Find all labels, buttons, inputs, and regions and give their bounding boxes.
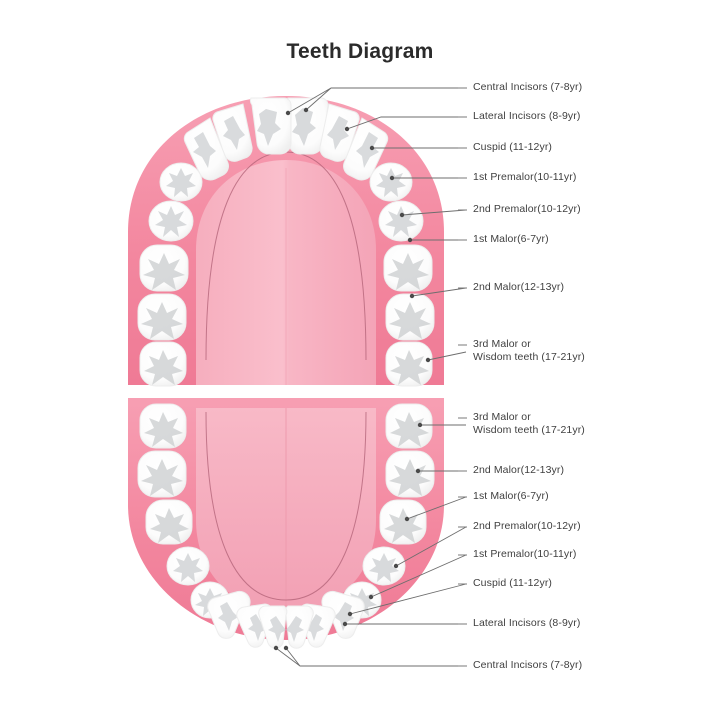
leader-dot — [425, 357, 431, 363]
leader-dot — [393, 563, 399, 569]
leader-dot — [344, 126, 350, 132]
leader-dot — [369, 145, 375, 151]
label-line-2: Wisdom teeth (17-21yr) — [473, 424, 585, 436]
leader-dot — [404, 516, 410, 522]
label-upper-2nd-premolar: 2nd Premalor(10-12yr) — [473, 203, 581, 215]
upper-tooth-lateral-incisor-right[interactable] — [319, 103, 360, 162]
leader-upper-3rd-molar — [427, 351, 467, 361]
upper-tooth-central-incisor-left[interactable] — [250, 97, 292, 155]
page-title: Teeth Diagram — [286, 40, 434, 63]
lower-arch-mandible — [128, 398, 444, 649]
leader-lower-cuspid — [349, 583, 467, 615]
lower-tooth-3rd-molar-left[interactable] — [139, 403, 187, 449]
upper-tooth-3rd-molar-right[interactable] — [385, 341, 433, 387]
lower-tooth-central-incisor-left[interactable] — [258, 605, 288, 649]
upper-arch-maxilla — [128, 96, 444, 387]
label-upper-central-incisors: Central Incisors (7-8yr) — [473, 81, 583, 93]
leader-lines — [273, 87, 467, 667]
upper-tooth-1st-premolar-right[interactable] — [369, 162, 413, 202]
upper-tooth-2nd-premolar-right[interactable] — [378, 200, 424, 242]
leader-lower-central-incisors — [275, 647, 466, 667]
lower-tooth-2nd-premolar-left[interactable] — [166, 546, 210, 586]
upper-tooth-1st-premolar-left[interactable] — [159, 162, 203, 202]
leader-lower-2nd-premolar — [395, 526, 467, 567]
label-upper-cuspid: Cuspid (11-12yr) — [473, 141, 553, 153]
leader-upper-2nd-molar — [411, 287, 467, 297]
leader-dot — [407, 237, 413, 243]
upper-tooth-cuspid-left[interactable] — [183, 117, 229, 181]
lower-tooth-3rd-molar-right[interactable] — [385, 403, 433, 449]
label-lower-central-incisors: Central Incisors (7-8yr) — [473, 659, 583, 671]
label-upper-1st-premolar: 1st Premalor(10-11yr) — [473, 171, 577, 183]
upper-tooth-lateral-incisor-left[interactable] — [212, 103, 253, 162]
leader-dot — [342, 621, 348, 627]
upper-tooth-2nd-premolar-left[interactable] — [148, 200, 194, 242]
label-line-2: Wisdom teeth (17-21yr) — [473, 351, 585, 363]
lower-tooth-2nd-premolar-right[interactable] — [362, 546, 406, 586]
leader-dot — [285, 110, 291, 116]
leader-lower-1st-molar — [406, 496, 467, 520]
leader-dot — [283, 645, 289, 651]
lower-arch-line — [205, 411, 367, 601]
label-dashes — [458, 87, 467, 667]
upper-tooth-3rd-molar-left[interactable] — [139, 341, 187, 387]
leader-upper-lateral-incisors — [346, 116, 466, 130]
lower-tooth-1st-molar-left[interactable] — [145, 499, 193, 545]
upper-tooth-cuspid-right[interactable] — [343, 117, 389, 181]
leader-dot — [273, 645, 279, 651]
lower-tooth-1st-molar-right[interactable] — [379, 499, 427, 545]
upper-tooth-central-incisor-right[interactable] — [287, 97, 329, 155]
leader-dot — [303, 107, 309, 113]
leader-dot — [415, 468, 421, 474]
label-upper-2nd-molar: 2nd Malor(12-13yr) — [473, 281, 565, 293]
label-upper-1st-molar: 1st Malor(6-7yr) — [473, 233, 549, 245]
label-lower-2nd-premolar: 2nd Premalor(10-12yr) — [473, 520, 581, 532]
lower-tooth-2nd-molar-right[interactable] — [385, 450, 435, 498]
upper-tooth-1st-molar-left[interactable] — [139, 244, 189, 292]
leader-dot — [417, 422, 423, 428]
upper-tooth-2nd-molar-left[interactable] — [137, 293, 187, 341]
label-line-1: 3rd Malor or — [473, 338, 531, 350]
label-upper-lateral-incisors: Lateral Incisors (8-9yr) — [473, 110, 581, 122]
label-line-1: 3rd Malor or — [473, 411, 531, 423]
leader-dot — [389, 175, 395, 181]
upper-tooth-1st-molar-right[interactable] — [383, 244, 433, 292]
leader-dot — [409, 293, 415, 299]
label-lower-1st-premolar: 1st Premalor(10-11yr) — [473, 548, 577, 560]
leader-upper-central-incisors — [287, 87, 466, 114]
lower-tooth-cuspid-right[interactable] — [321, 590, 365, 639]
leader-lower-1st-premolar — [370, 554, 467, 598]
leader-dot — [347, 611, 353, 617]
lower-tooth-2nd-molar-left[interactable] — [137, 450, 187, 498]
lower-tooth-cuspid-left[interactable] — [207, 590, 251, 639]
leader-dot — [368, 594, 374, 600]
label-lower-1st-molar: 1st Malor(6-7yr) — [473, 490, 549, 502]
label-lower-2nd-molar: 2nd Malor(12-13yr) — [473, 464, 565, 476]
leader-upper-2nd-premolar — [401, 209, 467, 216]
upper-tooth-2nd-molar-right[interactable] — [385, 293, 435, 341]
leader-dot — [399, 212, 405, 218]
label-lower-lateral-incisors: Lateral Incisors (8-9yr) — [473, 617, 581, 629]
label-lower-cuspid: Cuspid (11-12yr) — [473, 577, 553, 589]
